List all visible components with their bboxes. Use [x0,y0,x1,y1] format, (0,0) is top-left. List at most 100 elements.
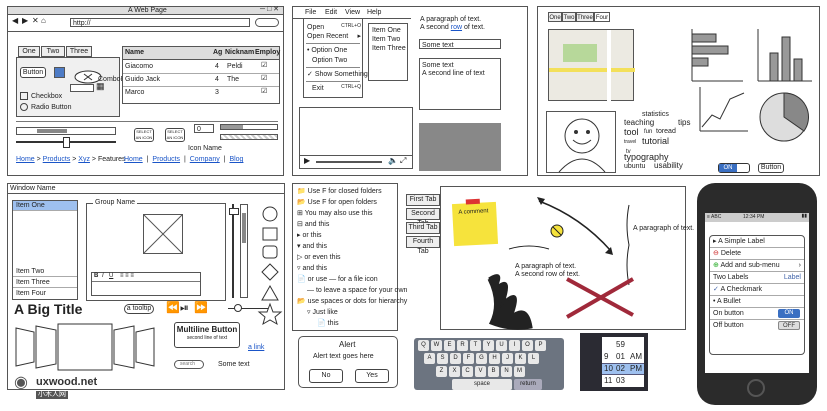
tab-three[interactable]: Three [66,46,92,57]
checkbox-box[interactable] [20,92,28,100]
fullscreen-icon[interactable]: ⤢ [400,156,407,165]
yes-button[interactable]: Yes [355,369,389,383]
keyboard-key[interactable]: K [515,353,526,364]
keyboard-key[interactable]: G [476,353,487,364]
select-icon-button[interactable]: SELECT AN ICON [165,128,185,142]
keyboard-key[interactable]: X [449,366,460,377]
list-item[interactable]: Item Two [372,36,401,43]
textarea[interactable]: Some text A second line of text [419,58,501,110]
breadcrumb-item[interactable]: Xyz [78,156,90,163]
keyboard-key[interactable]: Q [418,340,429,351]
home-button[interactable] [747,379,765,397]
breadcrumb-item[interactable]: Products [42,156,71,163]
tag-word[interactable]: tv [626,149,631,155]
off-switch[interactable]: OFF [778,321,800,330]
horizontal-scrollbar[interactable] [16,127,116,135]
tag-word[interactable]: statistics [642,111,669,118]
keyboard-key[interactable]: Y [483,340,494,351]
scroll-thumb[interactable] [242,213,246,243]
combobox[interactable] [70,84,94,92]
keyboard-key[interactable]: A [424,353,435,364]
table-cell[interactable]: ☑ [261,88,268,95]
tab-one[interactable]: One [18,46,40,57]
table-row[interactable]: Giacomo 4 Peldi ☑ [123,60,279,74]
tree-line[interactable]: ⊟ and this [297,221,329,229]
link[interactable]: Company [189,156,220,163]
vertical-slider-thumb[interactable] [229,208,239,215]
italic-icon[interactable]: I [102,273,104,279]
menu-item-open-recent[interactable]: Open Recent▸ [307,33,361,41]
tree-line[interactable]: ▾ and this [297,243,327,251]
keyboard-key[interactable]: R [457,340,468,351]
tree-line[interactable]: — to leave a space for your own [307,287,407,295]
breadcrumb-item[interactable]: Home [16,156,35,163]
list-item[interactable]: Item One [372,27,401,34]
link[interactable]: Blog [229,156,244,163]
numeric-stepper[interactable]: 0 [194,124,214,133]
tree-line[interactable]: 📄 this [317,320,339,328]
back-icon[interactable]: ◀ [12,16,19,25]
no-button[interactable]: No [309,369,343,383]
button[interactable]: Button [758,163,784,173]
keyboard-key[interactable]: F [463,353,474,364]
link[interactable]: Home [124,156,143,163]
keyboard-key[interactable]: B [488,366,499,377]
tag-word[interactable]: fun [644,129,653,135]
menu-edit[interactable]: Edit [325,9,338,16]
keyboard-key[interactable]: I [509,340,520,351]
keyboard-key[interactable]: S [437,353,448,364]
home-icon[interactable]: ⌂ [41,16,46,25]
on-toggle[interactable]: ON [718,163,750,173]
media-forward-icon[interactable]: ⏩ [194,302,208,314]
keyboard-key[interactable]: T [470,340,481,351]
tree-item[interactable]: Item Two [13,267,77,277]
stop-icon[interactable]: ✕ [32,16,39,25]
keyboard-key[interactable]: W [431,340,442,351]
select-icon-button[interactable]: SELECT AN ICON [134,128,154,142]
align-icons[interactable]: ≡ ≡ ≡ [120,273,134,279]
keyboard-key[interactable]: E [444,340,455,351]
inline-link[interactable]: row [450,24,463,31]
tree-line[interactable]: 📂 Use F for open folders [297,199,377,207]
column-header[interactable]: Nicknam [225,49,255,56]
checkbox[interactable]: Checkbox [20,92,62,101]
tree-item[interactable]: Item One [13,201,77,211]
tag-word[interactable]: typography [624,152,669,162]
list-item-off-button[interactable]: Off button OFF [710,320,804,332]
keyboard-key[interactable]: C [462,366,473,377]
slider-thumb[interactable] [63,137,70,148]
list-item-delete[interactable]: ⊖ Delete [710,248,804,260]
tag-word[interactable]: tutorial [642,136,670,146]
keyboard-key[interactable]: P [535,340,546,351]
on-switch[interactable]: ON [778,309,800,318]
scroll-thumb[interactable] [37,129,67,133]
column-header[interactable]: Ag [213,49,223,56]
table-row[interactable]: Marco 3 ☑ [123,86,279,99]
table-cell[interactable]: ☑ [261,62,268,69]
picker-wheel[interactable]: 59 9 01 AM 10 02 PM 11 03 [602,337,644,387]
menu-file[interactable]: File [305,9,317,16]
small-slider-thumb[interactable] [234,304,242,312]
keyboard-key[interactable]: D [450,353,461,364]
space-key[interactable]: space [452,379,512,390]
volume-icon[interactable]: 🔈 [388,156,398,165]
menu-help[interactable]: Help [367,9,382,16]
column-header[interactable]: Employ [255,49,281,56]
window-controls-icon[interactable]: ─ □ ✕ [260,6,279,13]
menu-item-option-two[interactable]: Option Two [312,57,347,65]
keyboard-key[interactable]: M [514,366,525,377]
tag-word[interactable]: ubuntu [624,163,646,170]
calendar-icon[interactable]: ▦ [96,81,105,91]
tree-line[interactable]: ▸ or this [297,232,322,240]
menu-item-show-something[interactable]: ✓ Show Something [307,71,368,78]
menu-view[interactable]: View [345,9,361,16]
keyboard-key[interactable]: Z [436,366,447,377]
keyboard-key[interactable]: U [496,340,507,351]
vertical-tab-first[interactable]: First Tab [406,194,440,206]
tag-word[interactable]: teaching [624,118,655,127]
rich-text-editor[interactable]: B I U ≡ ≡ ≡ [91,272,201,296]
multiline-button[interactable]: Multiline Button second line of text [174,322,240,348]
keyboard-key[interactable]: J [502,353,513,364]
tag-word[interactable]: tool [624,127,639,137]
